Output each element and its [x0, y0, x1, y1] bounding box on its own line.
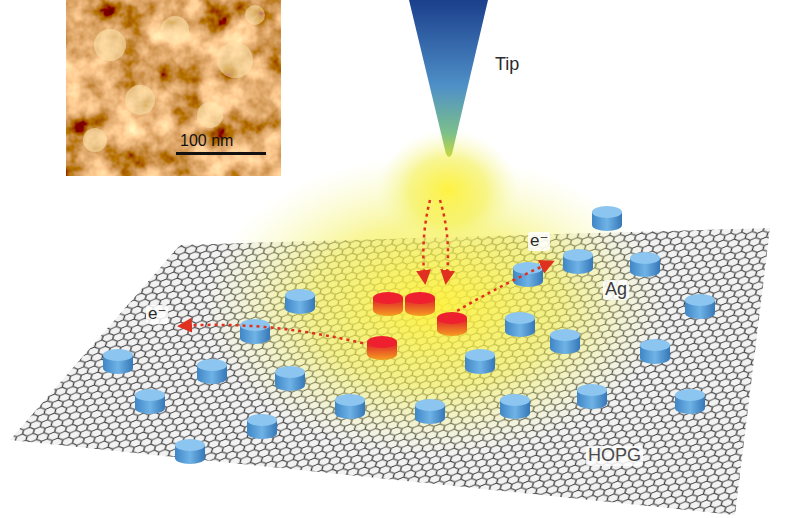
electron-arrow: [180, 325, 370, 345]
substrate-label: HOPG: [586, 446, 643, 466]
ag-disc: [550, 329, 580, 354]
ag-disc: [175, 439, 205, 464]
excited-disc: [367, 336, 397, 360]
ag-disc: [500, 394, 530, 419]
ag-disc: [505, 312, 535, 337]
excited-discs: [367, 292, 467, 360]
ag-disc: [197, 359, 227, 384]
electron-label: e⁻: [528, 232, 550, 251]
ag-disc: [630, 252, 660, 277]
ag-disc: [335, 394, 365, 419]
ag-disc: [465, 349, 495, 374]
excited-disc: [437, 312, 467, 336]
light-arrow: [440, 200, 448, 282]
electron-arrow: [445, 262, 552, 318]
ag-disc: [240, 319, 270, 344]
scale-label: 100 nm: [180, 132, 233, 150]
ag-disc: [563, 249, 593, 274]
ag-disc: [675, 389, 705, 414]
excited-disc: [405, 292, 435, 316]
afm-inset: [66, 0, 281, 176]
ag-disc: [415, 399, 445, 424]
tip-label: Tip: [495, 55, 519, 75]
ag-disc: [285, 289, 315, 314]
ag-disc: [275, 366, 305, 391]
ag-disc: [513, 262, 543, 287]
probe-tip: [409, 0, 488, 157]
material-label: Ag: [603, 280, 629, 300]
excited-disc: [373, 292, 403, 316]
ag-disc: [577, 384, 607, 409]
electron-label: e⁻: [146, 305, 168, 324]
ag-disc: [135, 389, 165, 414]
ag-discs: [103, 206, 715, 464]
ag-disc: [592, 206, 622, 231]
ag-disc: [685, 294, 715, 319]
scale-bar: [176, 152, 266, 155]
ag-disc: [103, 349, 133, 374]
ag-disc: [247, 414, 277, 439]
light-arrow: [423, 200, 430, 282]
ag-disc: [640, 339, 670, 364]
